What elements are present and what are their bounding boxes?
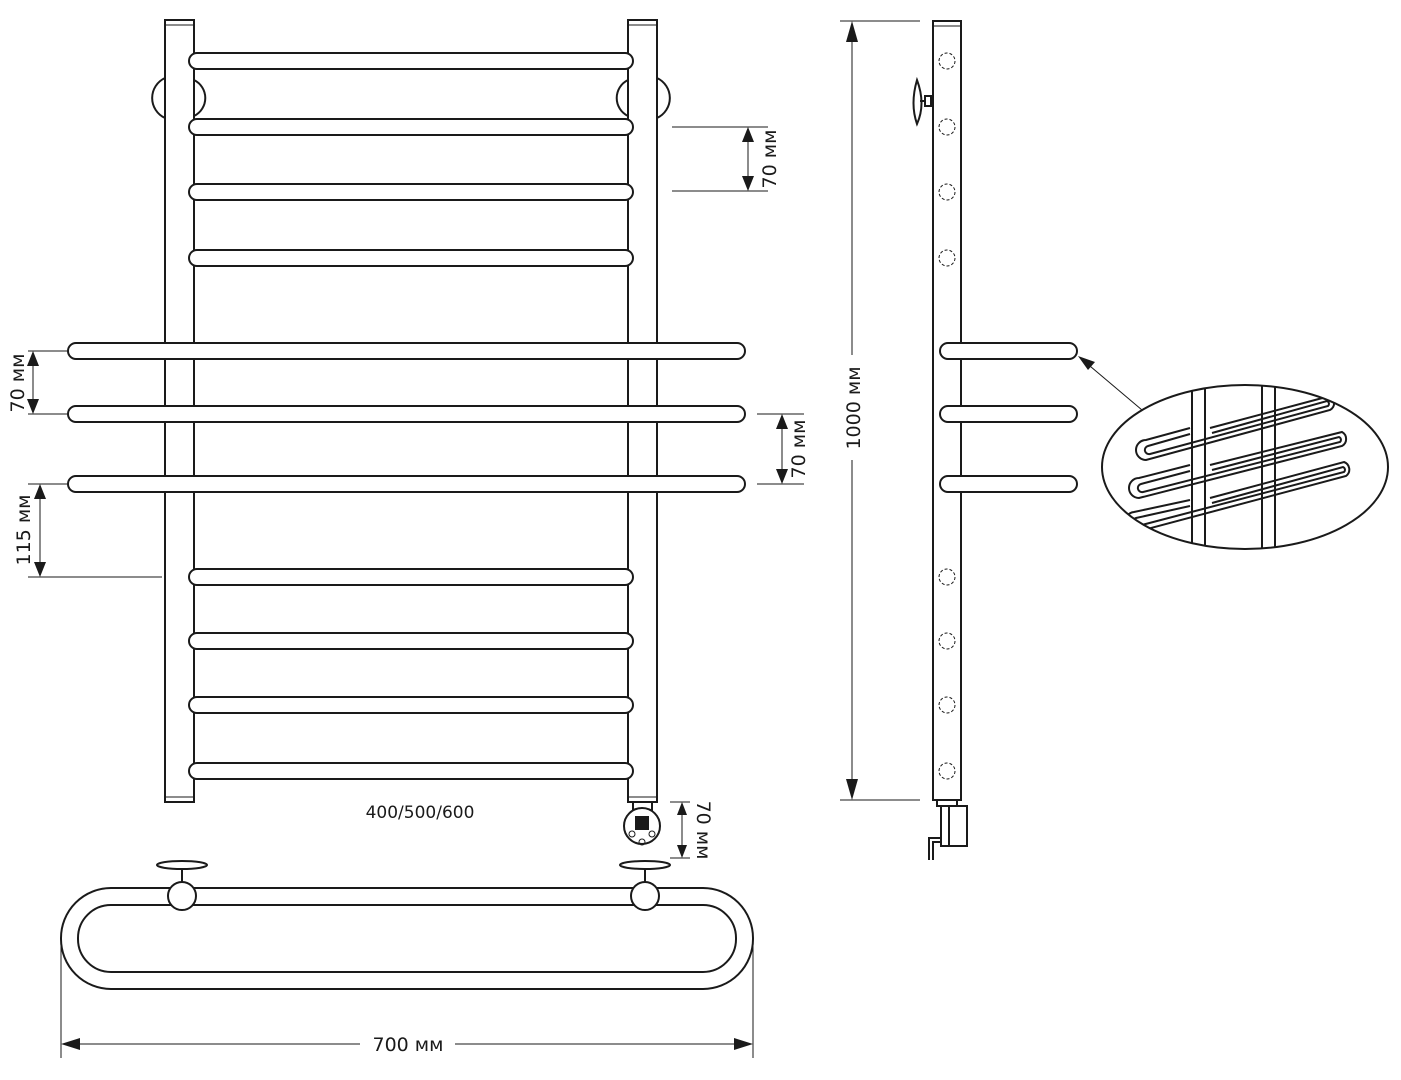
detail-loop xyxy=(1128,430,1348,500)
side-rung-holes xyxy=(938,52,956,780)
dim-label-total-width: 700 мм xyxy=(373,1034,444,1056)
dim-towel-spacing-right: 70 мм xyxy=(757,413,810,485)
dim-heater-height: 70 мм xyxy=(670,801,714,860)
upper-rungs xyxy=(188,52,634,267)
side-wall-bracket xyxy=(912,76,923,127)
top-view-mount-left xyxy=(167,881,197,911)
rung-hole xyxy=(938,183,956,201)
rung-hole xyxy=(938,568,956,586)
towel-bar xyxy=(67,405,746,423)
dim-label-towel-spacing-left: 70 мм xyxy=(7,354,29,413)
rung xyxy=(188,568,634,586)
rung xyxy=(188,118,634,136)
dim-towel-to-rung: 115 мм xyxy=(13,483,162,578)
rung xyxy=(188,183,634,201)
left-wall-bracket xyxy=(151,77,166,119)
dim-label-heater-height: 70 мм xyxy=(692,801,714,860)
detail-lens xyxy=(1101,384,1389,550)
side-towel-bar xyxy=(939,342,1078,360)
rung-hole xyxy=(938,632,956,650)
left-wall-bracket-inner xyxy=(193,79,207,117)
side-towel-bar xyxy=(939,475,1078,493)
front-view xyxy=(67,19,746,846)
rung xyxy=(188,762,634,780)
dim-label-towel-to-rung: 115 мм xyxy=(13,495,35,566)
rung xyxy=(188,696,634,714)
dim-towel-spacing-left: 70 мм xyxy=(7,350,68,415)
side-view: 1000 мм xyxy=(840,20,1078,860)
lower-rungs xyxy=(188,568,634,780)
dim-rung-spacing: 70 мм xyxy=(672,126,781,192)
center-distance-label: 400/500/600 xyxy=(366,803,475,823)
rung xyxy=(188,52,634,70)
rung-hole xyxy=(938,118,956,136)
rung-hole xyxy=(938,249,956,267)
side-towel-bar xyxy=(939,405,1078,423)
top-view xyxy=(60,860,754,990)
dim-label-towel-spacing-right: 70 мм xyxy=(788,420,810,479)
right-wall-bracket xyxy=(615,79,629,117)
towel-bar xyxy=(67,475,746,493)
rung-hole xyxy=(938,696,956,714)
dim-label-rung-spacing: 70 мм xyxy=(759,130,781,189)
top-view-inner-loop xyxy=(77,904,737,973)
dim-total-width: 700 мм xyxy=(60,942,754,1058)
dim-label-total-height: 1000 мм xyxy=(843,366,865,449)
towel-bar xyxy=(67,342,746,360)
top-view-mount-right xyxy=(630,881,660,911)
rung xyxy=(188,249,634,267)
top-view-outer-loop xyxy=(60,887,754,990)
rung-hole xyxy=(938,52,956,70)
heating-element xyxy=(623,801,661,846)
rung-hole xyxy=(938,762,956,780)
detail-callout xyxy=(1078,356,1389,550)
right-wall-bracket-outer xyxy=(656,77,671,119)
rung xyxy=(188,632,634,650)
side-heater-body xyxy=(940,805,968,847)
